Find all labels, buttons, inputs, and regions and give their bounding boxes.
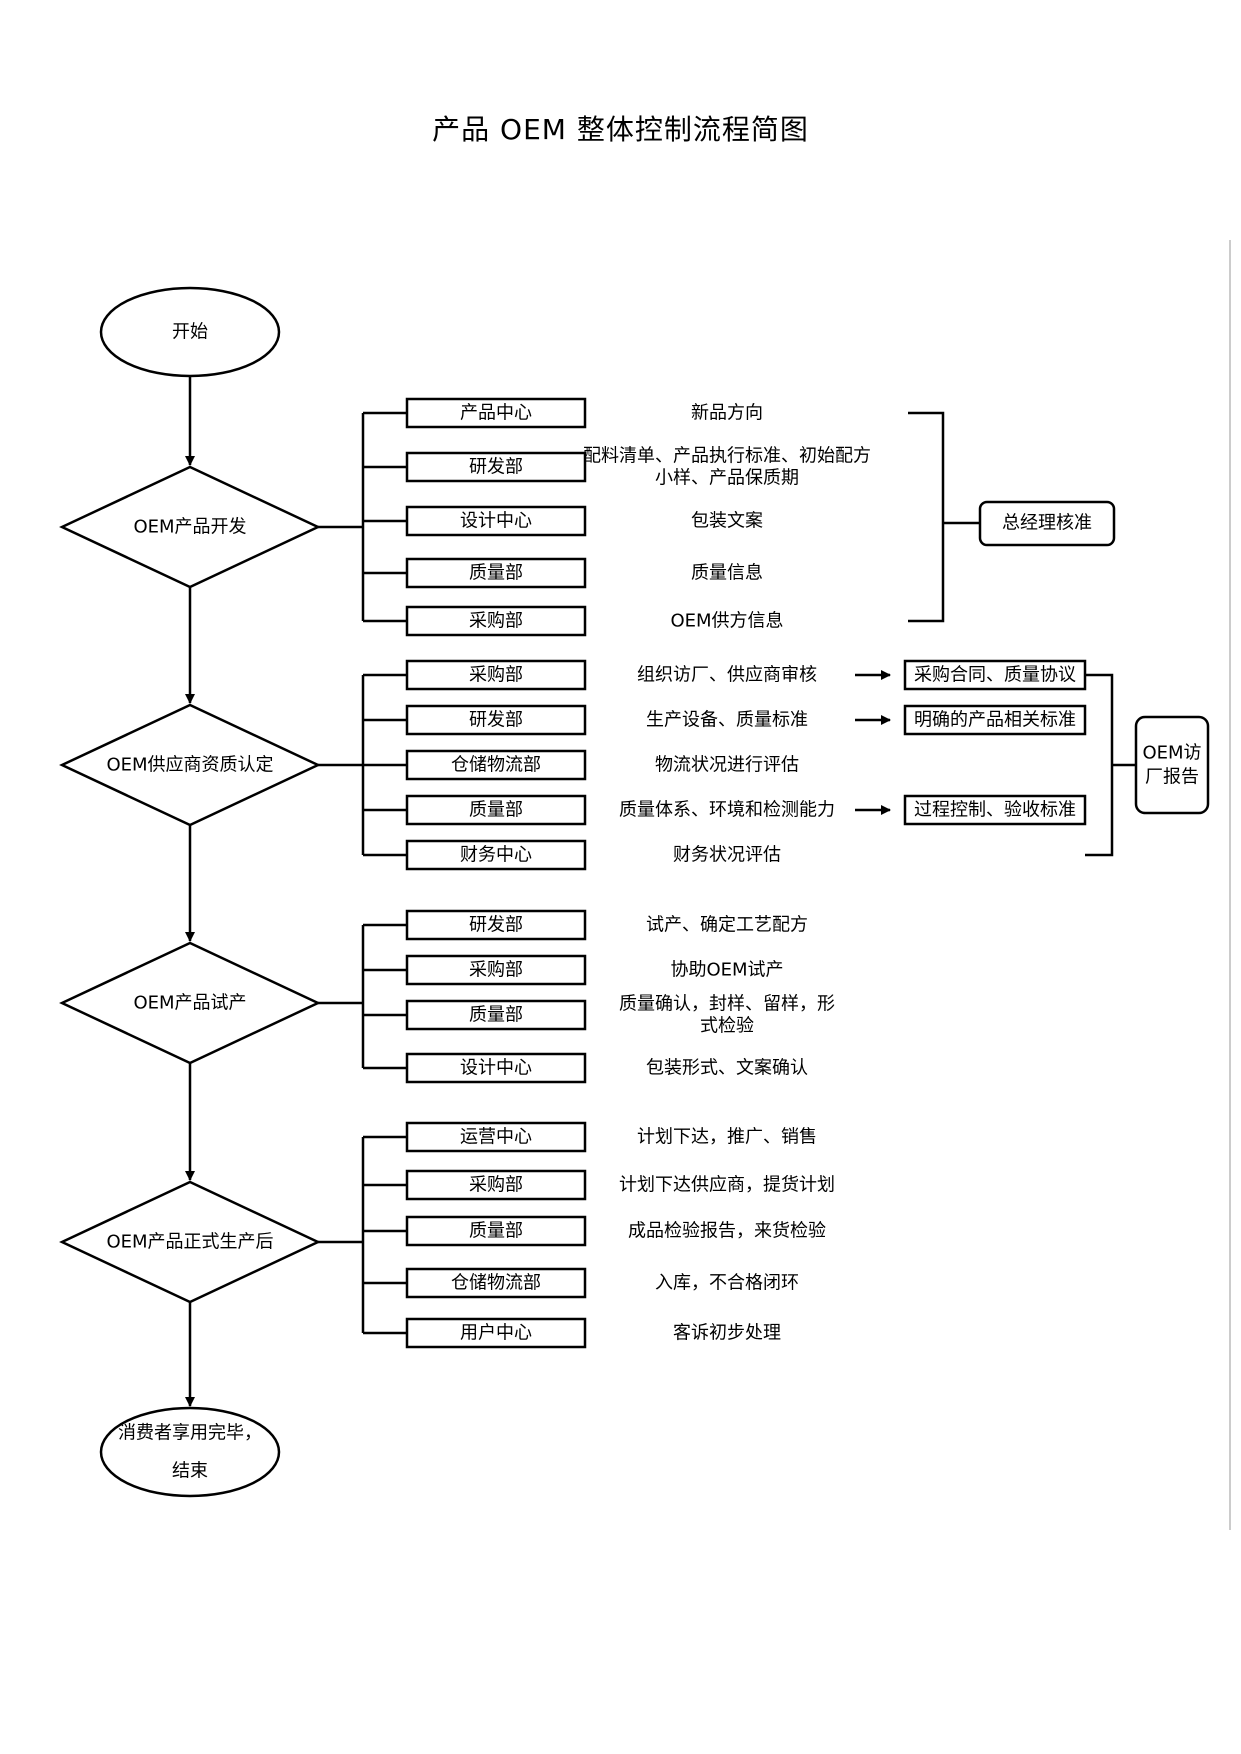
task-desc: 组织访厂、供应商审核 [637,665,817,686]
dept-label: 研发部 [469,457,523,478]
dept-label: 仓储物流部 [451,1273,541,1294]
task-desc: 协助OEM试产 [670,960,783,981]
task-desc: 试产、确定工艺配方 [646,915,808,936]
dept-box [405,1052,587,1084]
dept-label: 采购部 [469,1175,523,1196]
dept-box [405,749,587,781]
dept-box [405,397,587,429]
task-desc: 包装文案 [691,511,763,532]
task-desc: 物流状况进行评估 [655,755,799,776]
dept-box [405,909,587,941]
dept-box [405,659,587,691]
result-box [903,659,1087,691]
dept-label: 财务中心 [460,845,532,866]
dept-label: 采购部 [469,665,523,686]
task-desc: 计划下达，推广、销售 [637,1127,817,1148]
dept-box [405,557,587,589]
dept-label: 质量部 [469,800,523,821]
result-label: 采购合同、质量协议 [914,665,1076,686]
task-desc: 计划下达供应商，提货计划 [619,1175,835,1196]
dept-box [405,1267,587,1299]
dept-label: 研发部 [469,915,523,936]
dept-label: 产品中心 [460,403,532,424]
report-box [1134,715,1210,815]
dept-label: 用户中心 [460,1323,532,1344]
task-desc: 小样、产品保质期 [655,468,799,489]
end-label: 消费者享用完毕， [118,1423,262,1444]
dept-label: 质量部 [469,1005,523,1026]
dept-label: 质量部 [469,563,523,584]
dept-box [405,1121,587,1153]
dept-box [405,704,587,736]
approval-label: 总经理核准 [1002,513,1092,534]
task-desc: 质量体系、环境和检测能力 [619,800,835,821]
approval-box [978,500,1116,547]
dept-label: 设计中心 [460,1058,532,1079]
task-desc: 客诉初步处理 [673,1323,781,1344]
task-desc: 式检验 [700,1016,754,1037]
task-desc: 生产设备、质量标准 [646,710,808,731]
dept-box [405,605,587,637]
dept-box [405,1215,587,1247]
task-desc: 质量确认，封样、留样，形 [619,994,835,1015]
approval-bracket [908,411,945,623]
phase-label: OEM产品试产 [133,993,246,1014]
end-terminal [99,1406,281,1498]
page-title: 产品 OEM 整体控制流程简图 [432,113,809,146]
dept-box [405,839,587,871]
report-bracket [1085,673,1114,857]
task-desc: 包装形式、文案确认 [646,1058,808,1079]
dept-box [405,451,587,483]
dept-label: 采购部 [469,611,523,632]
dept-box [405,999,587,1031]
task-desc: 配料清单、产品执行标准、初始配方 [583,446,871,467]
task-desc: 入库，不合格闭环 [655,1273,799,1294]
end-label: 结束 [172,1461,208,1482]
task-desc: 财务状况评估 [673,845,781,866]
dept-box [405,1317,587,1349]
phase-label: OEM产品开发 [133,517,246,538]
dept-box [405,794,587,826]
phase-label: OEM产品正式生产后 [106,1232,273,1253]
dept-label: 仓储物流部 [451,755,541,776]
dept-label: 采购部 [469,960,523,981]
dept-box [405,1169,587,1201]
dept-label: 运营中心 [460,1127,532,1148]
result-label: 过程控制、验收标准 [914,800,1076,821]
dept-box [405,954,587,986]
task-desc: 成品检验报告，来货检验 [628,1221,826,1242]
result-box [903,794,1087,826]
start-label: 开始 [172,322,208,343]
task-desc: 质量信息 [691,563,763,584]
dept-label: 质量部 [469,1221,523,1242]
phase-label: OEM供应商资质认定 [106,755,273,776]
dept-label: 设计中心 [460,511,532,532]
dept-box [405,505,587,537]
result-label: 明确的产品相关标准 [914,710,1076,731]
task-desc: OEM供方信息 [670,611,783,632]
task-desc: 新品方向 [691,403,763,424]
dept-label: 研发部 [469,710,523,731]
result-box [903,704,1087,736]
report-label: OEM访 [1142,743,1201,764]
report-label: 厂报告 [1145,767,1199,788]
